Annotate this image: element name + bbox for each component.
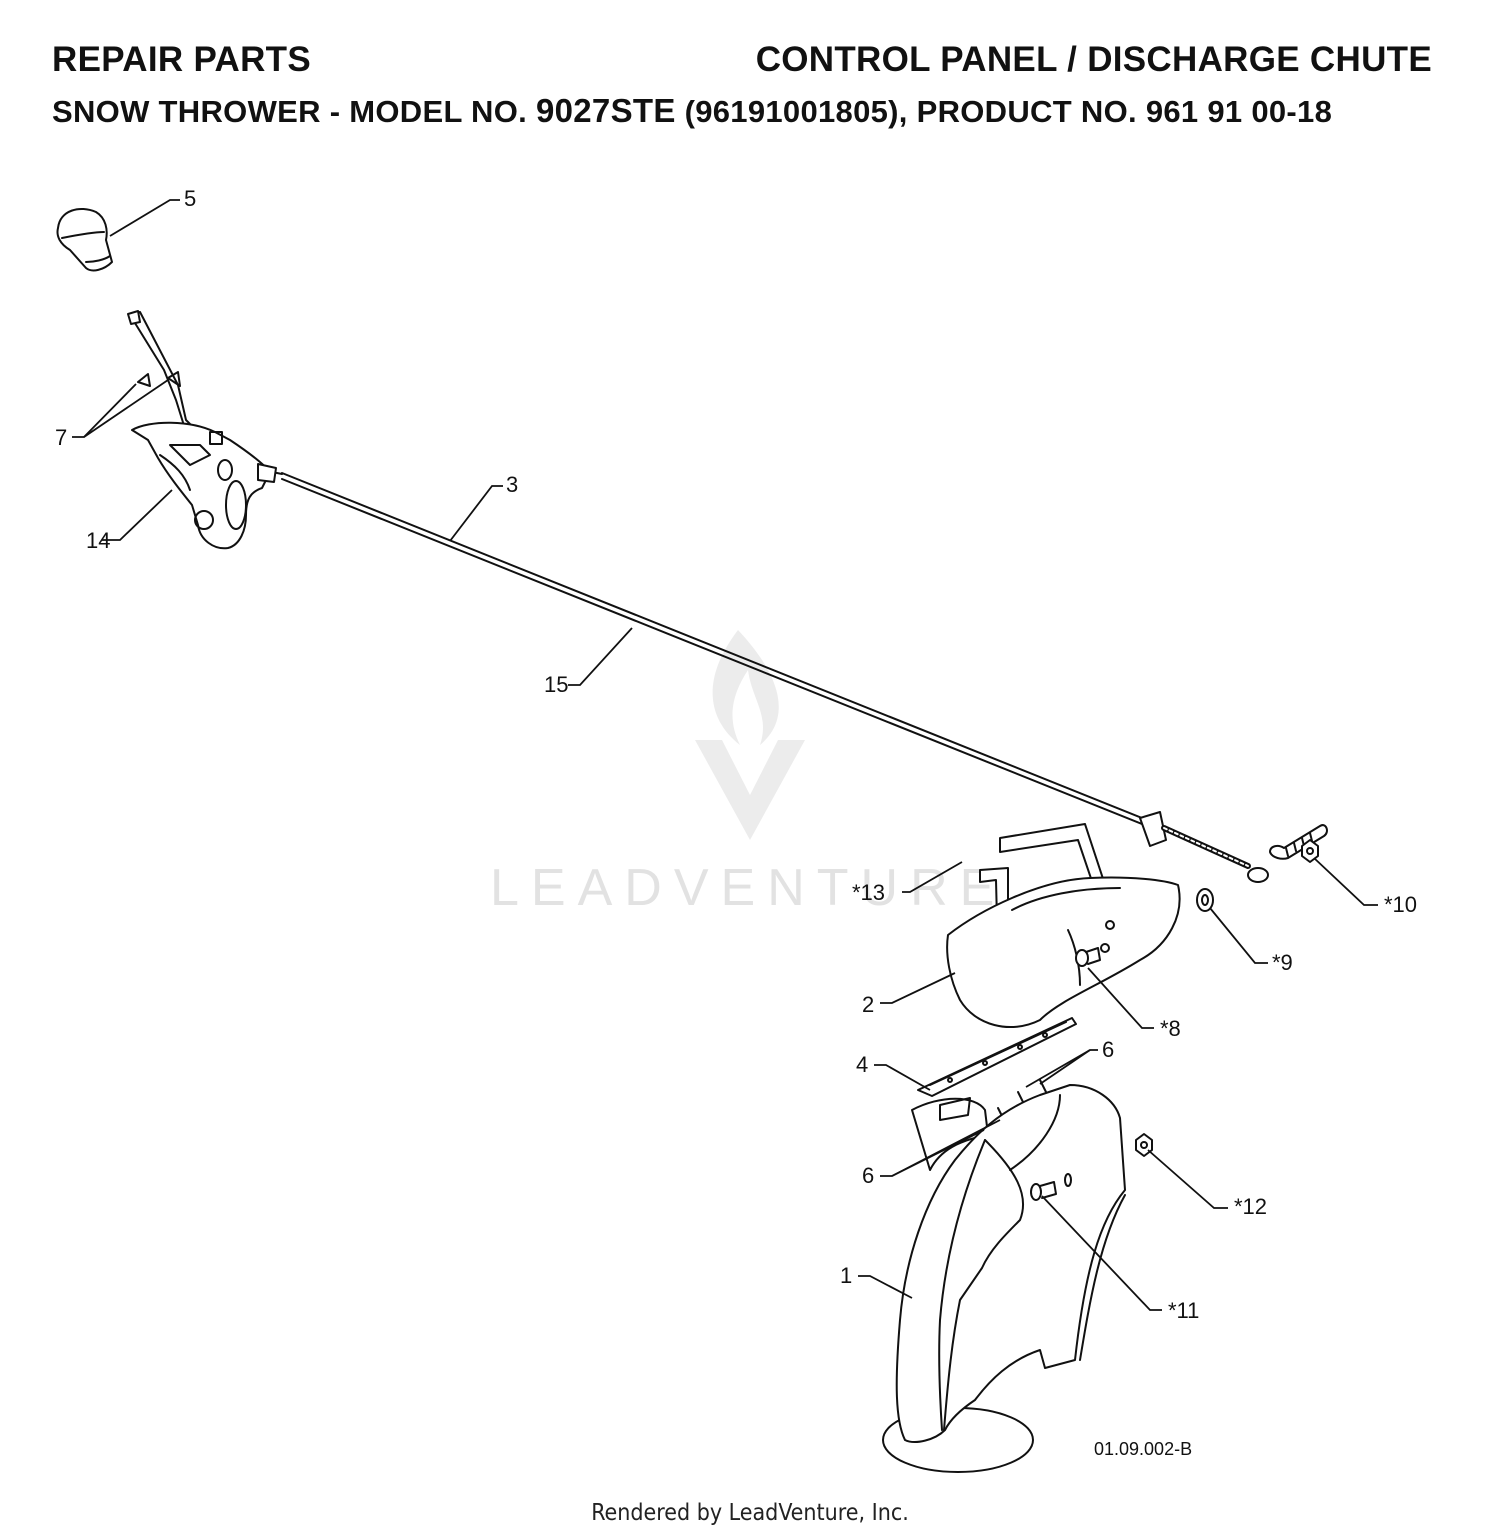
nut-part-12 [1135,1133,1153,1157]
bolt-part-11 [1030,1181,1057,1201]
callout-5: 5 [184,186,196,211]
subtitle-suffix: (96191001805), PRODUCT NO. 961 91 00-18 [675,94,1333,129]
nut-part-10 [1301,839,1319,863]
footer-credit: Rendered by LeadVenture, Inc. [591,1500,909,1526]
callout-10: *10 [1384,892,1417,917]
chute-rod-part-15 [281,472,1153,829]
callout-9: *9 [1272,950,1293,975]
control-bracket-part-14 [127,310,283,550]
drawing-reference: 01.09.002-B [1094,1439,1192,1459]
callout-3: 3 [506,472,518,497]
discharge-chute-part-1 [882,1084,1126,1473]
callout-8: *8 [1160,1016,1181,1041]
bolt-part-8 [1075,947,1101,967]
callout-12: *12 [1234,1194,1267,1219]
watermark-text: LEADVENTURE [490,859,1006,917]
callout-11: *11 [1168,1298,1199,1323]
callout-4: 4 [856,1052,868,1077]
callout-2: 2 [862,992,874,1017]
knob-part-5 [56,208,113,272]
chute-plate-part-4 [917,1017,1077,1097]
washer-part-9 [1196,888,1214,912]
page-title: REPAIR PARTS [52,40,311,79]
model-subtitle: SNOW THROWER - MODEL NO. 9027STE (961910… [52,92,1332,130]
section-title: CONTROL PANEL / DISCHARGE CHUTE [755,40,1432,79]
rod-spring-end [1139,811,1269,883]
subtitle-prefix: SNOW THROWER - MODEL NO. [52,94,536,129]
callout-7: 7 [55,425,67,450]
callout-1: 1 [840,1263,852,1288]
model-number: 9027STE [535,92,676,129]
callout-6-lower: 6 [862,1163,874,1188]
spring-part-13 [1269,824,1328,860]
callout-6-upper: 6 [1102,1037,1114,1062]
callout-15: 15 [544,672,568,697]
callout-13: *13 [852,880,885,905]
chute-deflector-part-2 [946,823,1181,1029]
callout-14: 14 [86,528,110,553]
callout-leaders [72,199,1378,1311]
